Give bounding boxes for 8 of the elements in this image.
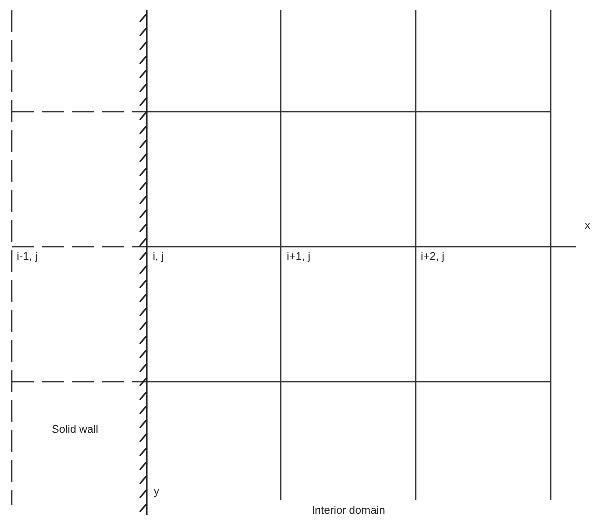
axis-label: x: [585, 221, 590, 232]
grid-point-label: i+1, j: [287, 252, 311, 263]
grid-point-label: i+2, j: [421, 252, 445, 263]
grid-point-label: i, j: [153, 252, 164, 263]
axis-label: y: [154, 487, 160, 498]
region-label: Interior domain: [312, 506, 386, 517]
wall-label: Solid wall: [52, 425, 98, 436]
grid-point-label: i-1, j: [17, 252, 38, 263]
